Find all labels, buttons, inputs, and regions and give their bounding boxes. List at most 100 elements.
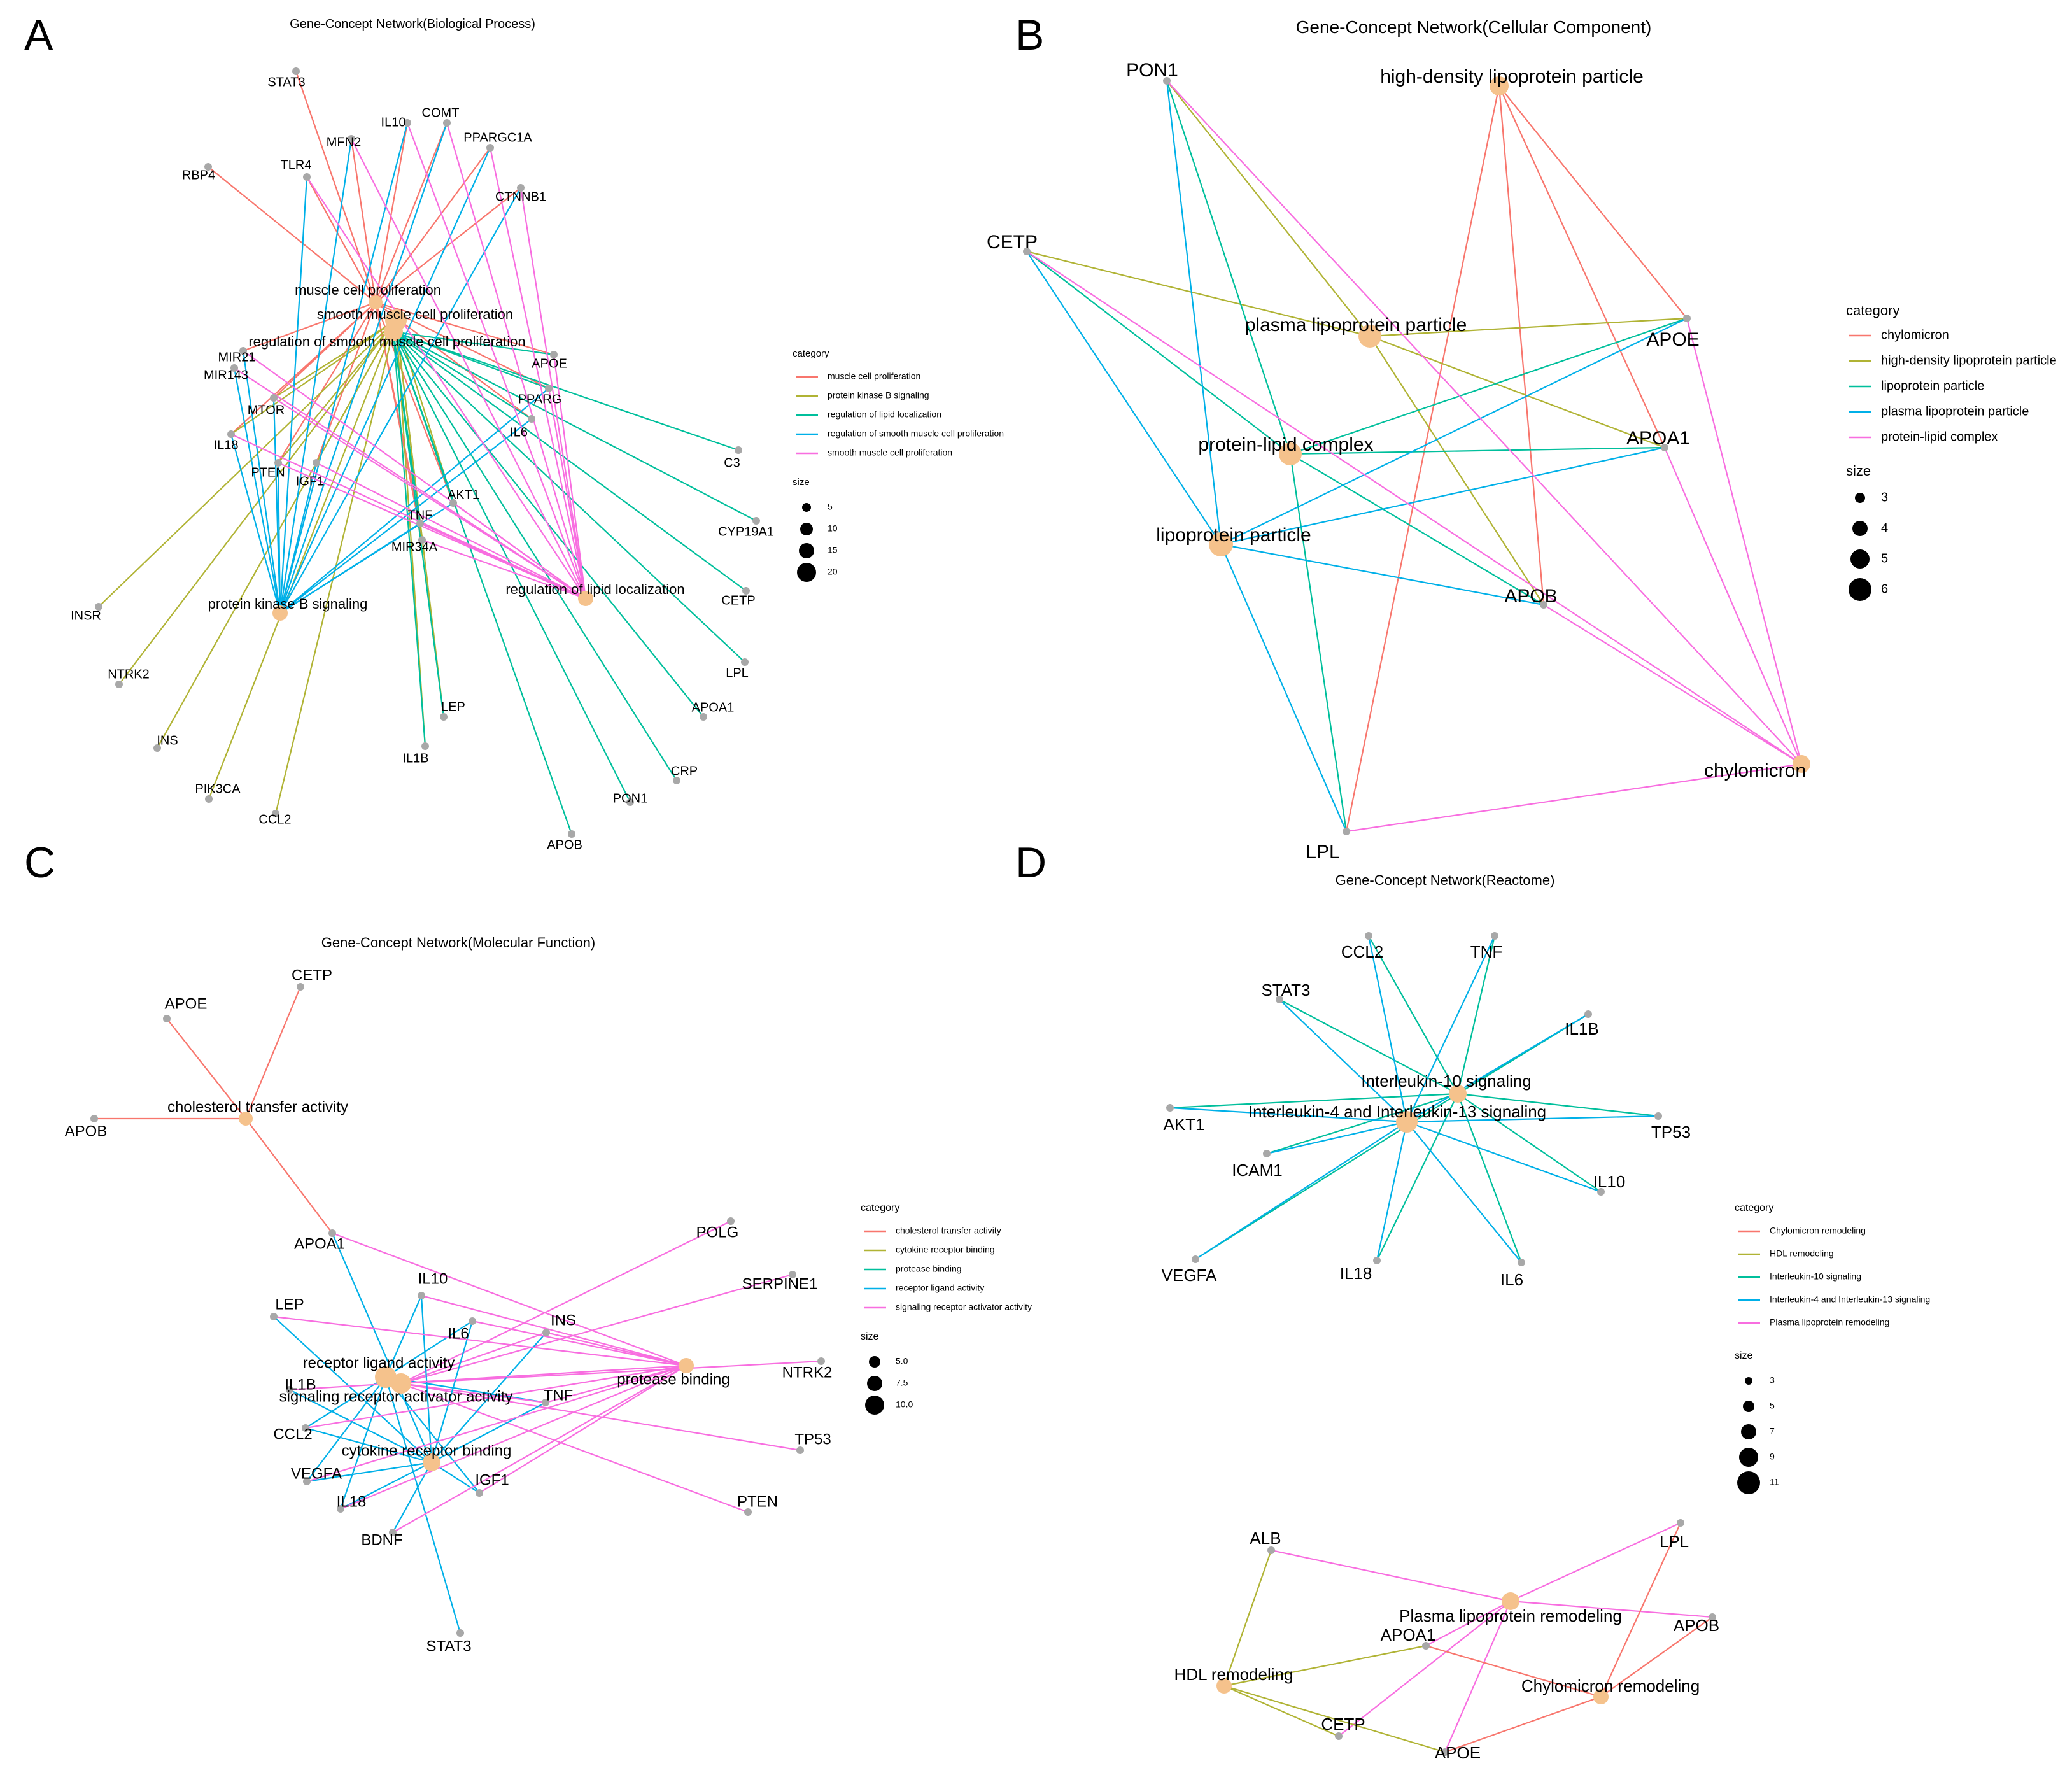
panel-c-gene-node-il10[interactable]	[418, 1292, 425, 1299]
panel-a-gene-node-pparg[interactable]	[545, 385, 553, 392]
panel-a-gene-node-mfn2[interactable]	[348, 135, 355, 143]
panel-c-concept-node-signaling-receptor-activator-activity[interactable]	[391, 1373, 411, 1394]
panel-d-gene-node-stat3[interactable]	[1276, 996, 1283, 1003]
panel-a-gene-node-mir34a[interactable]	[418, 536, 426, 544]
panel-a-gene-node-ccl2[interactable]	[272, 810, 279, 817]
panel-b-concept-node-high-density-lipoprotein-particle[interactable]	[1490, 76, 1509, 95]
panel-c-gene-node-ins[interactable]	[542, 1329, 550, 1336]
panel-d-gene-node-il18[interactable]	[1373, 1257, 1381, 1264]
panel-a-gene-node-lep[interactable]	[440, 713, 448, 721]
panel-b-gene-node-lpl[interactable]	[1343, 828, 1350, 835]
panel-a-gene-node-ntrk2[interactable]	[115, 681, 123, 688]
panel-a-gene-node-mir21[interactable]	[239, 347, 247, 355]
panel-a-gene-node-comt[interactable]	[443, 119, 451, 127]
panel-b-edge-chylomicron-apoa1	[1663, 447, 1803, 765]
panel-b-concept-node-plasma-lipoprotein-particle[interactable]	[1358, 325, 1381, 348]
panel-d-concept-node-interleukin-4-and-interleukin-13-signaling[interactable]	[1396, 1111, 1418, 1133]
panel-d-gene-node-apob[interactable]	[1709, 1613, 1716, 1621]
panel-b-gene-node-cetp[interactable]	[1023, 248, 1031, 255]
panel-a-gene-node-apoe[interactable]	[550, 351, 558, 358]
panel-a-gene-node-tlr4[interactable]	[303, 173, 311, 181]
panel-a-gene-node-pon1[interactable]	[626, 798, 634, 806]
panel-d-gene-node-tp53[interactable]	[1654, 1112, 1662, 1120]
panel-a-gene-node-apoa1[interactable]	[700, 713, 707, 721]
panel-b-gene-node-apoa1[interactable]	[1661, 444, 1668, 451]
panel-d-gene-node-apoa1[interactable]	[1422, 1642, 1430, 1650]
panel-c-gene-node-apoa1[interactable]	[328, 1229, 336, 1237]
panel-c-gene-node-vegfa[interactable]	[303, 1478, 311, 1485]
panel-c-gene-node-cetp[interactable]	[297, 983, 304, 991]
panel-a-gene-node-il1b[interactable]	[421, 742, 429, 750]
panel-a-gene-node-apob[interactable]	[568, 830, 575, 838]
panel-c-concept-node-cholesterol-transfer-activity[interactable]	[239, 1112, 253, 1126]
panel-a-gene-node-mir143[interactable]	[230, 364, 238, 372]
panel-c-gene-node-il1b[interactable]	[286, 1386, 293, 1394]
panel-c-concept-node-cytokine-receptor-binding[interactable]	[423, 1453, 440, 1471]
panel-d-gene-node-il1b[interactable]	[1584, 1010, 1592, 1018]
panel-a-concept-node-protein-kinase-b-signaling[interactable]	[272, 605, 288, 621]
panel-a-gene-node-cyp19a1[interactable]	[752, 517, 760, 525]
panel-b-concept-node-lipoprotein-particle[interactable]	[1209, 532, 1233, 556]
panel-c-concept-node-protease-binding[interactable]	[679, 1358, 694, 1373]
panel-a-gene-node-rbp4[interactable]	[204, 163, 212, 171]
panel-a-gene-node-lpl[interactable]	[741, 658, 749, 666]
panel-d-gene-node-alb[interactable]	[1267, 1546, 1275, 1554]
panel-a-gene-node-akt1[interactable]	[449, 499, 457, 507]
panel-c-gene-node-apoe[interactable]	[163, 1015, 171, 1022]
panel-c-gene-node-apob[interactable]	[90, 1115, 98, 1122]
panel-a-gene-node-il18[interactable]	[227, 430, 235, 438]
panel-a-gene-node-crp[interactable]	[673, 777, 680, 784]
panel-d-gene-node-cetp[interactable]	[1335, 1732, 1343, 1740]
panel-c-gene-node-serpine1[interactable]	[789, 1271, 796, 1278]
panel-c-gene-node-polg[interactable]	[727, 1217, 735, 1225]
panel-d-gene-node-akt1[interactable]	[1166, 1104, 1174, 1112]
panel-d-concept-node-interleukin-10-signaling[interactable]	[1449, 1085, 1467, 1103]
panel-d-gene-node-lpl[interactable]	[1677, 1519, 1684, 1527]
panel-a-gene-node-ctnnb1[interactable]	[517, 184, 525, 192]
panel-d-gene-node-il10[interactable]	[1597, 1188, 1605, 1196]
panel-c-gene-node-tp53[interactable]	[796, 1446, 804, 1454]
panel-c-gene-node-pten[interactable]	[744, 1508, 752, 1516]
panel-c-gene-node-lep[interactable]	[270, 1313, 278, 1320]
panel-a-concept-node-muscle-cell-proliferation[interactable]	[369, 295, 383, 309]
panel-a-gene-node-insr[interactable]	[95, 603, 102, 611]
panel-a-gene-node-mtor[interactable]	[270, 394, 278, 402]
panel-b-concept-node-protein-lipid-complex[interactable]	[1279, 442, 1302, 465]
panel-d-gene-node-ccl2[interactable]	[1365, 932, 1372, 940]
panel-d-gene-node-apoe[interactable]	[1441, 1748, 1449, 1756]
panel-b-gene-node-apob[interactable]	[1540, 601, 1547, 609]
panel-b-concept-node-chylomicron[interactable]	[1793, 755, 1810, 773]
panel-d-gene-node-vegfa[interactable]	[1192, 1255, 1199, 1263]
panel-a-gene-node-igf1[interactable]	[313, 459, 320, 467]
panel-d-gene-node-tnf[interactable]	[1491, 932, 1498, 940]
panel-a-gene-node-cetp[interactable]	[742, 587, 750, 595]
panel-b-gene-node-pon1[interactable]	[1163, 77, 1171, 85]
panel-d-concept-node-chylomicron-remodeling[interactable]	[1593, 1689, 1609, 1704]
panel-a-gene-node-il10[interactable]	[404, 119, 411, 127]
panel-c-gene-node-tnf[interactable]	[542, 1399, 549, 1406]
panel-d-gene-node-il6[interactable]	[1518, 1259, 1525, 1266]
panel-c-gene-node-stat3[interactable]	[456, 1629, 464, 1637]
panel-c-gene-node-bdnf[interactable]	[389, 1529, 397, 1536]
panel-a-gene-node-tnf[interactable]	[416, 520, 424, 527]
panel-c-legend-size-dot-7-5	[867, 1376, 882, 1391]
panel-a-gene-node-ins[interactable]	[153, 744, 161, 752]
panel-a-gene-label-ctnnb1: CTNNB1	[495, 190, 546, 204]
panel-d-concept-node-hdl-remodeling[interactable]	[1216, 1678, 1232, 1694]
panel-a-gene-node-il6[interactable]	[528, 415, 535, 423]
panel-d-concept-node-plasma-lipoprotein-remodeling[interactable]	[1502, 1592, 1519, 1610]
panel-a-gene-node-stat3[interactable]	[292, 67, 300, 75]
panel-c-gene-node-il6[interactable]	[469, 1317, 476, 1325]
panel-a-concept-node-regulation-of-smooth-muscle-cell-proliferation[interactable]	[384, 322, 403, 341]
panel-a-gene-node-pten[interactable]	[274, 459, 282, 467]
panel-a-gene-node-ppargc1a[interactable]	[486, 144, 494, 152]
panel-a-concept-node-regulation-of-lipid-localization[interactable]	[578, 591, 593, 606]
panel-c-gene-node-ccl2[interactable]	[302, 1424, 309, 1432]
panel-c-gene-node-igf1[interactable]	[476, 1489, 483, 1497]
panel-d-gene-node-icam1[interactable]	[1263, 1150, 1271, 1157]
panel-c-gene-node-il18[interactable]	[337, 1505, 344, 1513]
panel-a-gene-node-c3[interactable]	[735, 446, 742, 454]
panel-b-gene-node-apoe[interactable]	[1683, 315, 1691, 322]
panel-c-gene-node-ntrk2[interactable]	[817, 1357, 825, 1365]
panel-a-gene-node-pik3ca[interactable]	[205, 795, 213, 803]
